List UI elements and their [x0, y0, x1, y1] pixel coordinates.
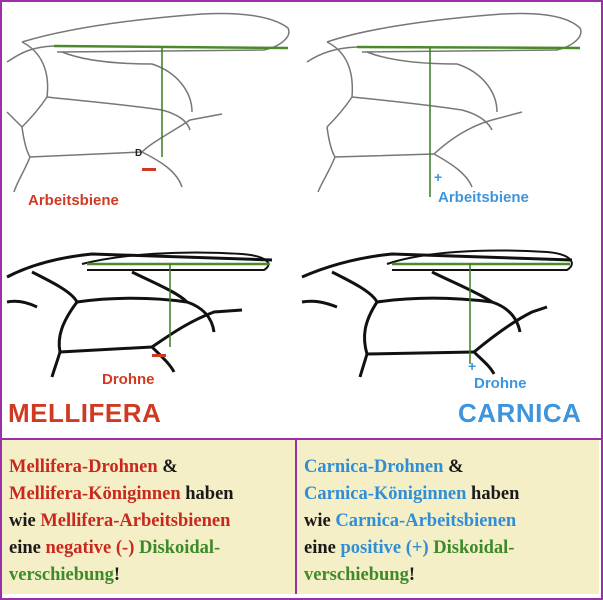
caption-carnica: Carnica-Drohnen & Carnica-Königinnen hab… [297, 440, 599, 594]
caption-carnica-text: Carnica-Drohnen & Carnica-Königinnen hab… [304, 454, 519, 589]
negative-mark-drone [152, 354, 166, 357]
wing-worker-carnica [306, 12, 582, 193]
text-verschiebung: verschiebung [304, 565, 409, 585]
text-exclamation: ! [113, 565, 121, 585]
title-mellifera: MELLIFERA [8, 398, 162, 428]
wing-drone-carnica [301, 249, 573, 378]
text-exclamation: ! [408, 565, 416, 585]
text-haben: haben [466, 484, 520, 504]
text-verschiebung: verschiebung [9, 565, 114, 585]
wing-worker-mellifera [6, 12, 290, 193]
text-carnica-queens: Carnica-Königinnen [304, 484, 467, 504]
caption-mellifera: Mellifera-Drohnen & Mellifera-Königinnen… [2, 440, 297, 594]
text-eine: eine [304, 538, 341, 558]
wing-drone-mellifera [6, 251, 273, 378]
text-diskoidal: Diskoidal- [134, 538, 221, 558]
text-and: & [443, 457, 464, 477]
text-haben: haben [180, 484, 234, 504]
positive-mark-drone: + [468, 358, 477, 374]
wing-drawings [6, 12, 582, 378]
text-positive: positive (+) [340, 538, 429, 558]
text-mellifera-drones: Mellifera-Drohnen [9, 457, 158, 477]
label-drone-carnica: Drohne [474, 375, 527, 392]
wing-diagram: D + + Arbeitsbiene Arbeitsbiene Drohne D… [2, 2, 601, 438]
title-carnica: CARNICA [458, 398, 582, 428]
text-diskoidal: Diskoidal- [428, 538, 515, 558]
text-carnica-workers: Carnica-Arbeitsbienen [335, 511, 517, 531]
text-and: & [157, 457, 178, 477]
text-eine: eine [9, 538, 46, 558]
label-drone-mellifera: Drohne [102, 371, 155, 388]
positive-mark-worker: + [434, 169, 443, 185]
vein-point-worker-mellifera: D [135, 148, 143, 159]
caption-area: Mellifera-Drohnen & Mellifera-Königinnen… [2, 438, 601, 600]
text-negative: negative (-) [45, 538, 135, 558]
negative-mark-worker [142, 168, 156, 171]
text-wie: wie [304, 511, 336, 531]
text-carnica-drones: Carnica-Drohnen [304, 457, 444, 477]
text-wie: wie [9, 511, 41, 531]
caption-mellifera-text: Mellifera-Drohnen & Mellifera-Königinnen… [9, 454, 234, 589]
text-mellifera-queens: Mellifera-Königinnen [9, 484, 181, 504]
label-worker-mellifera: Arbeitsbiene [28, 192, 119, 209]
text-mellifera-workers: Mellifera-Arbeitsbienen [40, 511, 231, 531]
label-worker-carnica: Arbeitsbiene [438, 189, 529, 206]
